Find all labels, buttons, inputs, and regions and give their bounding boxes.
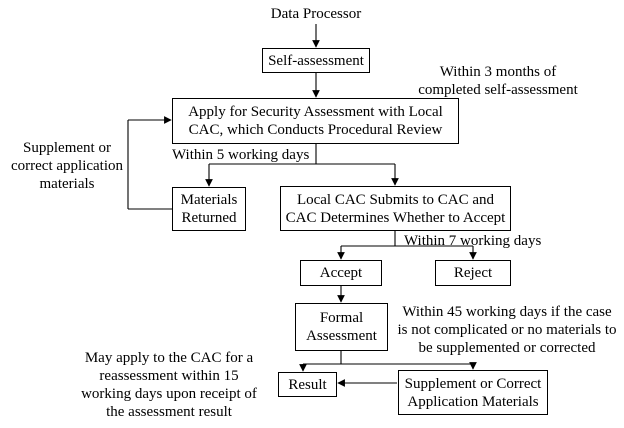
- within-45-days-line-2: is not complicated or no materials to: [397, 322, 617, 338]
- accept-label: Accept: [319, 265, 363, 281]
- supplement-box-line-2: Application Materials: [407, 393, 539, 410]
- formal-assessment-line-1: Formal: [319, 310, 364, 326]
- annotation-within-5-days: Within 5 working days: [172, 147, 310, 163]
- reassessment-line-3: working days upon receipt of: [81, 386, 257, 402]
- reassessment-line-1: May apply to the CAC for a: [84, 350, 254, 366]
- reassessment-line-4: the assessment result: [106, 404, 232, 420]
- node-accept: Accept: [300, 260, 382, 286]
- node-self-assessment: Self-assessment: [262, 48, 370, 73]
- node-apply-security-assessment: Apply for Security Assessment with Local…: [172, 98, 459, 144]
- annotation-within-3-months: Within 3 months of completed self-assess…: [388, 63, 608, 99]
- result-label: Result: [288, 376, 327, 393]
- supplement-box-line-1: Supplement or Correct: [404, 375, 542, 392]
- apply-label-line-2: CAC, which Conducts Procedural Review: [188, 122, 443, 138]
- apply-label-line-1: Apply for Security Assessment with Local: [188, 104, 443, 120]
- materials-returned-line-1: Materials: [180, 192, 238, 208]
- local-cac-line-1: Local CAC Submits to CAC and: [296, 191, 495, 208]
- annotation-within-45-days: Within 45 working days if the case is no…: [393, 303, 621, 357]
- supplement-or-correct-line-1: Supplement or: [23, 140, 111, 156]
- within-45-days-line-3: be supplemented or corrected: [418, 340, 596, 356]
- annotation-reassessment: May apply to the CAC for a reassessment …: [70, 349, 268, 421]
- local-cac-line-2: CAC Determines Whether to Accept: [285, 209, 506, 226]
- node-supplement-or-correct-materials: Supplement or Correct Application Materi…: [398, 370, 548, 415]
- annotation-supplement-or-correct: Supplement or correct application materi…: [8, 139, 126, 193]
- node-data-processor: Data Processor: [270, 6, 362, 22]
- self-assessment-label: Self-assessment: [268, 52, 364, 69]
- node-local-cac-submits: Local CAC Submits to CAC and CAC Determi…: [280, 186, 511, 231]
- annotation-within-7-days: Within 7 working days: [404, 233, 542, 249]
- node-reject: Reject: [435, 260, 511, 286]
- node-formal-assessment: Formal Assessment: [295, 303, 388, 351]
- within-3-months-line-1: Within 3 months of: [439, 64, 557, 80]
- within-45-days-line-1: Within 45 working days if the case: [402, 304, 612, 320]
- node-result: Result: [278, 372, 337, 397]
- reassessment-line-2: reassessment within 15: [99, 368, 239, 384]
- node-materials-returned: Materials Returned: [172, 187, 246, 231]
- within-3-months-line-2: completed self-assessment: [418, 82, 578, 98]
- reject-label: Reject: [453, 265, 493, 281]
- formal-assessment-line-2: Assessment: [306, 328, 377, 344]
- materials-returned-line-2: Returned: [181, 210, 237, 226]
- supplement-or-correct-line-3: materials: [39, 176, 95, 192]
- supplement-or-correct-line-2: correct application: [10, 158, 124, 174]
